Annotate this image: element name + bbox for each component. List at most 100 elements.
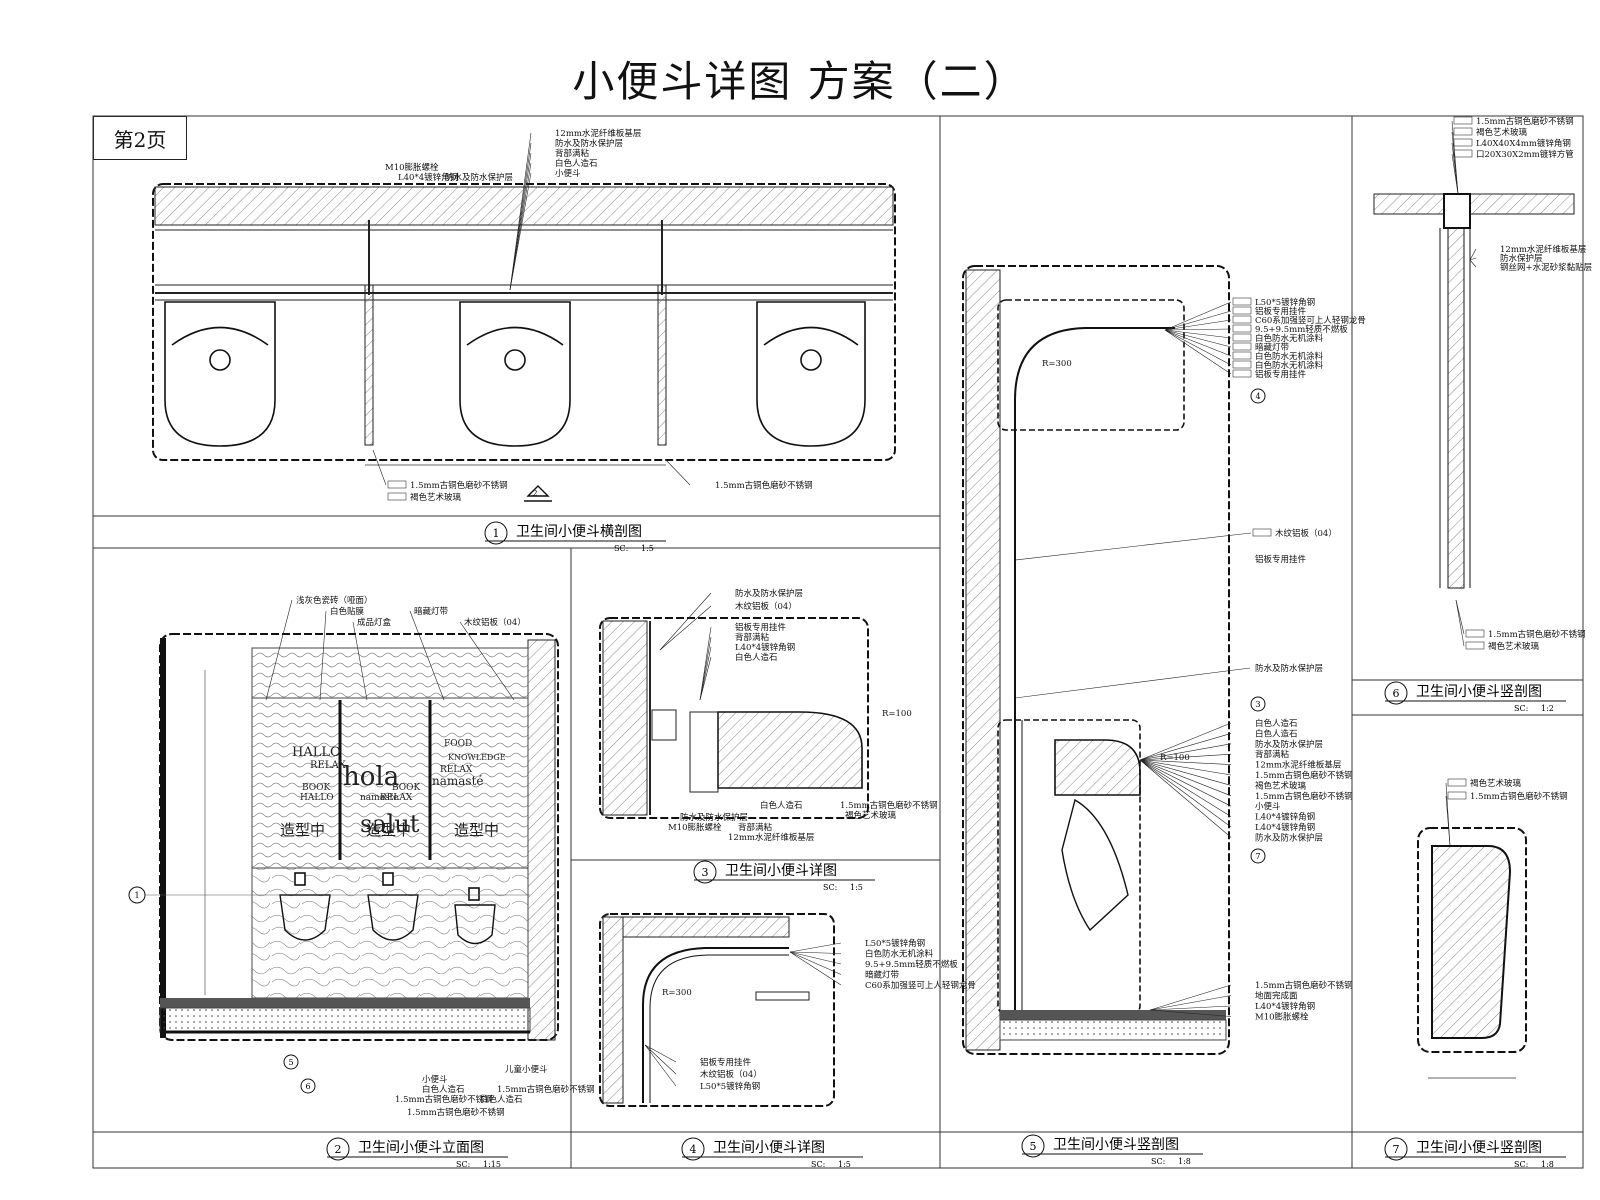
note-label: 1.5mm古铜色磨砂不锈钢 — [407, 1107, 505, 1118]
note-label: 暗藏灯带 — [1255, 342, 1290, 353]
note-label: 地面完成面 — [1255, 991, 1298, 1002]
v5-mark-c: 7 — [1255, 852, 1260, 861]
view-title: 卫生间小便斗详图 — [725, 863, 837, 879]
note-label: C60系加强竖可上人轻钢龙骨 — [1255, 315, 1366, 326]
note-label: 小便斗 — [422, 1074, 448, 1085]
note-label: 背部满粘 — [735, 632, 770, 643]
view-scale-label: SC: — [456, 1160, 470, 1169]
note-label: 背部满粘 — [1255, 749, 1290, 760]
note-label: 白色贴膜 — [330, 606, 365, 617]
note-label: 9.5+9.5mm轻质不燃板 — [865, 959, 958, 970]
note-label: 褐色艺术玻璃 — [1476, 127, 1528, 138]
view3-notes: 防水及防水保护层木纹铝板（04）铝板专用挂件背部满粘L40*4镀锌角钢白色人造石… — [659, 588, 938, 843]
note-label: 1.5mm古铜色磨砂不锈钢 — [1488, 629, 1586, 640]
note-label: 褐色艺术玻璃 — [410, 492, 462, 503]
view-title: 卫生间小便斗竖剖图 — [1416, 1140, 1542, 1156]
note-label: 木纹铝板（04） — [1275, 528, 1337, 539]
note-label: 浅灰色瓷砖（哑面） — [296, 595, 373, 606]
note-label: 12mm水泥纤维板基层 — [1500, 244, 1586, 255]
view1-notes: 12mm水泥纤维板基层防水及防水保护层背部满粘白色人造石小便斗M10膨胀螺栓L4… — [372, 128, 813, 503]
note-label: 1.5mm古铜色磨砂不锈钢 — [715, 480, 813, 491]
note-label: 白色人造石 — [555, 158, 598, 169]
view4-detail — [599, 913, 835, 1107]
view-scale-label: SC: — [1514, 704, 1528, 713]
note-label: 9.5+9.5mm轻质不燃板 — [1255, 324, 1348, 335]
note-label: L40*4镀锌角钢 — [398, 172, 458, 183]
radius-label: R=100 — [882, 709, 912, 719]
view-scale-label: SC: — [614, 544, 628, 553]
note-label: 1.5mm古铜色磨砂不锈钢 — [840, 800, 938, 811]
note-label: 铝板专用挂件 — [1255, 554, 1307, 565]
note-label: 1.5mm古铜色磨砂不锈钢 — [395, 1094, 493, 1105]
note-label: 铝板专用挂件 — [700, 1057, 752, 1068]
view-scale: 1:15 — [483, 1160, 501, 1169]
view4-notes: L50*5镀锌角钢白色防水无机涂料9.5+9.5mm轻质不燃板暗藏灯带C60系加… — [644, 938, 976, 1092]
wall-word: FOOD — [444, 739, 472, 749]
note-label: 木纹铝板（04） — [464, 617, 526, 628]
view1-horizontal-section: 2 — [152, 183, 896, 502]
note-label: 防水及防水保护层 — [1255, 739, 1323, 750]
wall-word: 造型中 — [454, 821, 499, 839]
view7-vertical-section — [1417, 827, 1527, 1079]
view-title: 卫生间小便斗竖剖图 — [1053, 1137, 1179, 1153]
note-label: 防水及防水保护层 — [555, 138, 623, 149]
note-label: M10膨胀螺栓 — [668, 822, 722, 833]
note-label: 防水保护层 — [1500, 253, 1543, 264]
note-label: 儿童小便斗 — [505, 1064, 548, 1075]
note-label: 铝板专用挂件 — [1255, 369, 1307, 380]
view-scale-label: SC: — [823, 883, 837, 892]
note-label: 铝板专用挂件 — [1255, 306, 1307, 317]
note-label: 1.5mm古铜色磨砂不锈钢 — [1476, 116, 1574, 127]
view-number: 6 — [1393, 687, 1400, 700]
view6-notes: 1.5mm古铜色磨砂不锈钢褐色艺术玻璃L40X40X4mm镀锌角钢口20X30X… — [1451, 116, 1592, 652]
note-label: 防水及防水保护层 — [1255, 832, 1323, 843]
radius-label: R=300 — [1042, 359, 1072, 369]
wall-word: namasté — [432, 774, 484, 788]
note-label: 1.5mm古铜色磨砂不锈钢 — [1255, 770, 1353, 781]
note-label: L40*4镀锌角钢 — [1255, 1001, 1315, 1012]
wall-word: BOOK — [302, 783, 331, 793]
note-label: 12mm水泥纤维板基层 — [1255, 760, 1341, 771]
view6-vertical-section — [1373, 193, 1575, 589]
note-label: 褐色艺术玻璃 — [1255, 780, 1307, 791]
view2-elevation: 1 5 6 — [128, 633, 559, 1094]
view5-vertical-section: 4 3 7 — [962, 265, 1266, 1055]
note-label: L40*4镀锌角钢 — [1255, 822, 1315, 833]
view-title: 卫生间小便斗详图 — [713, 1140, 825, 1156]
wall-word: RELAX — [310, 760, 347, 771]
sheet-title: 小便斗详图 方案（二） — [572, 57, 1028, 106]
note-label: 钢丝网+水泥砂浆黏贴层 — [1500, 262, 1592, 273]
urinal-2 — [459, 301, 571, 447]
radius-label: R=300 — [662, 988, 692, 998]
v2-mark-b1: 5 — [288, 1058, 293, 1067]
note-label: 白色防水无机涂料 — [865, 949, 934, 960]
note-label: C60系加强竖可上人轻钢龙骨 — [865, 980, 976, 991]
view-scale: 1:2 — [1541, 704, 1554, 713]
note-label: 白色人造石 — [422, 1084, 465, 1095]
note-label: 1.5mm古铜色磨砂不锈钢 — [1255, 791, 1353, 802]
wall-word: salut — [360, 810, 420, 838]
note-label: 木纹铝板（04） — [735, 601, 797, 612]
urinal-1 — [164, 301, 276, 447]
note-label: 褐色艺术玻璃 — [1470, 778, 1522, 789]
wall-word: hola — [343, 762, 399, 792]
view-scale: 1:8 — [1541, 1160, 1554, 1169]
note-label: L50*5镀锌角钢 — [1255, 297, 1315, 308]
view-number: 2 — [335, 1143, 342, 1156]
view-title: 卫生间小便斗横剖图 — [516, 524, 642, 540]
note-label: 褐色艺术玻璃 — [845, 810, 897, 821]
wall-word: HALLO — [300, 793, 334, 803]
view-number: 1 — [493, 527, 500, 540]
note-label: 暗藏灯带 — [865, 970, 900, 981]
note-label: L50*5镀锌角钢 — [865, 938, 925, 949]
note-label: 小便斗 — [555, 168, 581, 179]
view-number: 3 — [702, 866, 709, 879]
v2-mark-b2: 6 — [305, 1082, 310, 1091]
view-scale: 1:5 — [641, 544, 654, 553]
note-label: 背部满粘 — [555, 148, 590, 159]
note-label: 防水及防水保护层 — [1255, 663, 1323, 674]
wall-word: RELAX — [380, 793, 413, 803]
